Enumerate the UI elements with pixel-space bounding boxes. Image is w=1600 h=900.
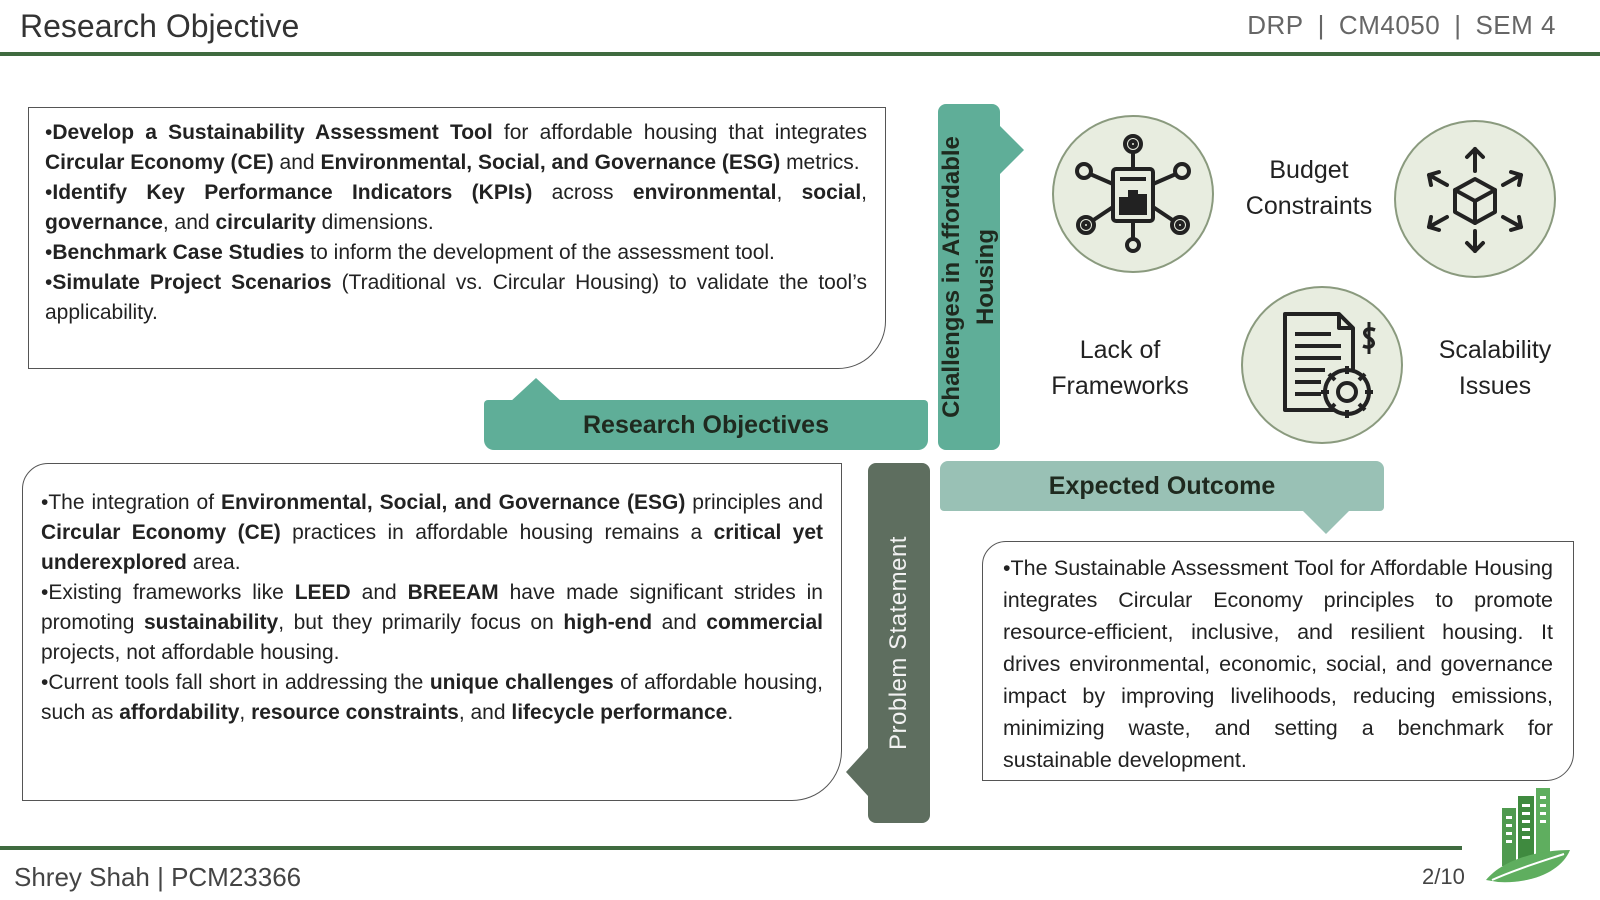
objective-item: •Identify Key Performance Indicators (KP…	[45, 181, 868, 234]
problem-item: •The integration of Environmental, Socia…	[41, 491, 824, 574]
outcome-text: •The Sustainable Assessment Tool for Aff…	[1003, 556, 1553, 772]
problem-item: •Existing frameworks like LEED and BREEA…	[41, 581, 823, 664]
meta-semester: SEM 4	[1475, 10, 1556, 40]
objectives-label: Research Objectives	[484, 400, 928, 450]
course-meta: DRP | CM4050 | SEM 4	[1247, 10, 1556, 41]
challenges-label-line: Housing	[972, 229, 999, 325]
outcome-box: •The Sustainable Assessment Tool for Aff…	[982, 541, 1574, 781]
challenge-lack-of-frameworks: Lack of Frameworks	[1051, 336, 1189, 400]
header-divider	[0, 52, 1600, 56]
green-building-leaf-logo-icon	[1484, 788, 1574, 893]
problem-label: Problem Statement	[885, 536, 912, 750]
meta-separator: |	[1317, 10, 1325, 40]
meta-program: DRP	[1247, 10, 1304, 40]
cube-expand-icon	[1394, 120, 1556, 278]
challenge-budget-constraints: Budget Constraints	[1245, 156, 1373, 220]
objective-item: •Benchmark Case Studies to inform the de…	[45, 241, 775, 264]
problem-bar: Problem Statement	[868, 463, 930, 823]
footer-divider	[0, 846, 1462, 850]
objective-item: •Develop a Sustainability Assessment Too…	[45, 121, 867, 174]
meta-separator: |	[1454, 10, 1462, 40]
outcome-arrow	[1302, 510, 1350, 534]
challenges-label: Challenges in Affordable Housing	[935, 136, 1003, 418]
meta-course: CM4050	[1338, 10, 1441, 40]
problem-item: •Current tools fall short in addressing …	[41, 671, 823, 724]
page-number: 2/10	[1422, 864, 1465, 889]
problem-arrow	[846, 748, 868, 796]
challenge-scalability-issues: Scalability Issues	[1438, 336, 1552, 400]
document-gear-dollar-icon	[1241, 286, 1403, 444]
objectives-box: •Develop a Sustainability Assessment Too…	[28, 107, 886, 369]
challenges-arrow	[1000, 126, 1024, 174]
challenges-bar: Challenges in Affordable Housing	[938, 104, 1000, 450]
objectives-arrow	[510, 378, 562, 402]
author-info: Shrey Shah | PCM23366	[14, 862, 302, 892]
problem-box: •The integration of Environmental, Socia…	[22, 463, 842, 801]
objective-item: •Simulate Project Scenarios (Traditional…	[45, 271, 867, 324]
network-analytics-icon	[1052, 115, 1214, 273]
page-title: Research Objective	[20, 8, 300, 44]
challenges-label-line: Challenges in Affordable	[938, 136, 965, 418]
outcome-label: Expected Outcome	[940, 461, 1384, 511]
